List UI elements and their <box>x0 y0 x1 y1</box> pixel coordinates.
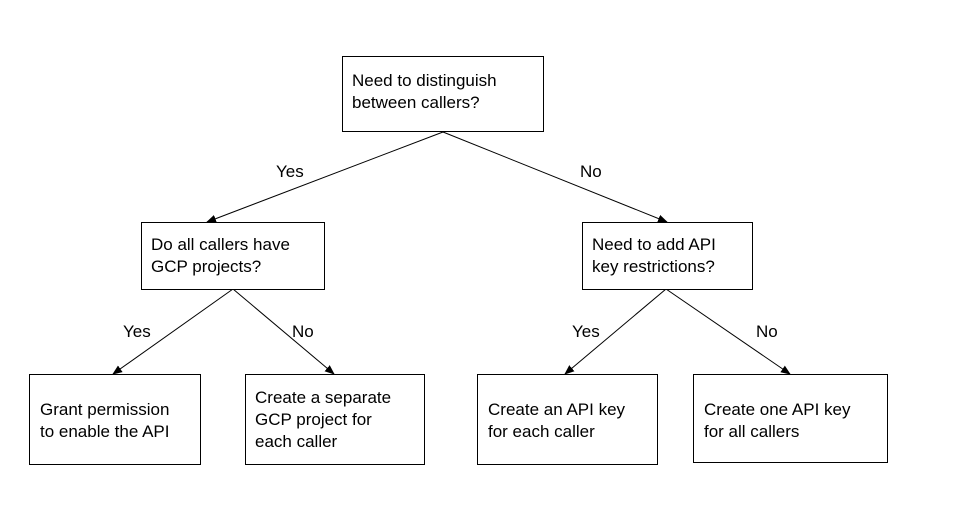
grant-permission-outcome-text: Grant permission to enable the API <box>40 400 170 441</box>
gcp-projects-decision-node: Do all callers have GCP projects? <box>141 222 325 290</box>
root-decision-text: Need to distinguish between callers? <box>352 71 497 112</box>
root-decision-node: Need to distinguish between callers? <box>342 56 544 132</box>
gcp-projects-decision-text: Do all callers have GCP projects? <box>151 235 290 276</box>
gcp-no-label: No <box>292 322 314 341</box>
one-key-all-callers-outcome-text: Create one API key for all callers <box>704 400 851 441</box>
grant-permission-outcome-node: Grant permission to enable the API <box>29 374 201 465</box>
gcp-yes-label: Yes <box>123 322 151 341</box>
one-key-all-callers-outcome-node: Create one API key for all callers <box>693 374 888 463</box>
edge-gcp-to-grant-permission <box>112 288 234 375</box>
edge-gcp-to-separate-project <box>232 288 335 375</box>
root-no-label: No <box>580 162 602 181</box>
key-each-caller-outcome-node: Create an API key for each caller <box>477 374 658 465</box>
key-restrictions-decision-node: Need to add API key restrictions? <box>582 222 753 290</box>
edge-restrictions-to-one-key <box>665 288 791 375</box>
edge-root-to-restrictions-question <box>442 131 668 223</box>
root-yes-label: Yes <box>276 162 304 181</box>
restrictions-yes-label: Yes <box>572 322 600 341</box>
edge-restrictions-to-key-each-caller <box>564 288 667 375</box>
separate-project-outcome-text: Create a separate GCP project for each c… <box>255 388 392 451</box>
edge-root-to-gcp-question <box>206 131 444 223</box>
key-each-caller-outcome-text: Create an API key for each caller <box>488 400 626 441</box>
separate-project-outcome-node: Create a separate GCP project for each c… <box>245 374 425 465</box>
key-restrictions-decision-text: Need to add API key restrictions? <box>592 235 716 276</box>
restrictions-no-label: No <box>756 322 778 341</box>
